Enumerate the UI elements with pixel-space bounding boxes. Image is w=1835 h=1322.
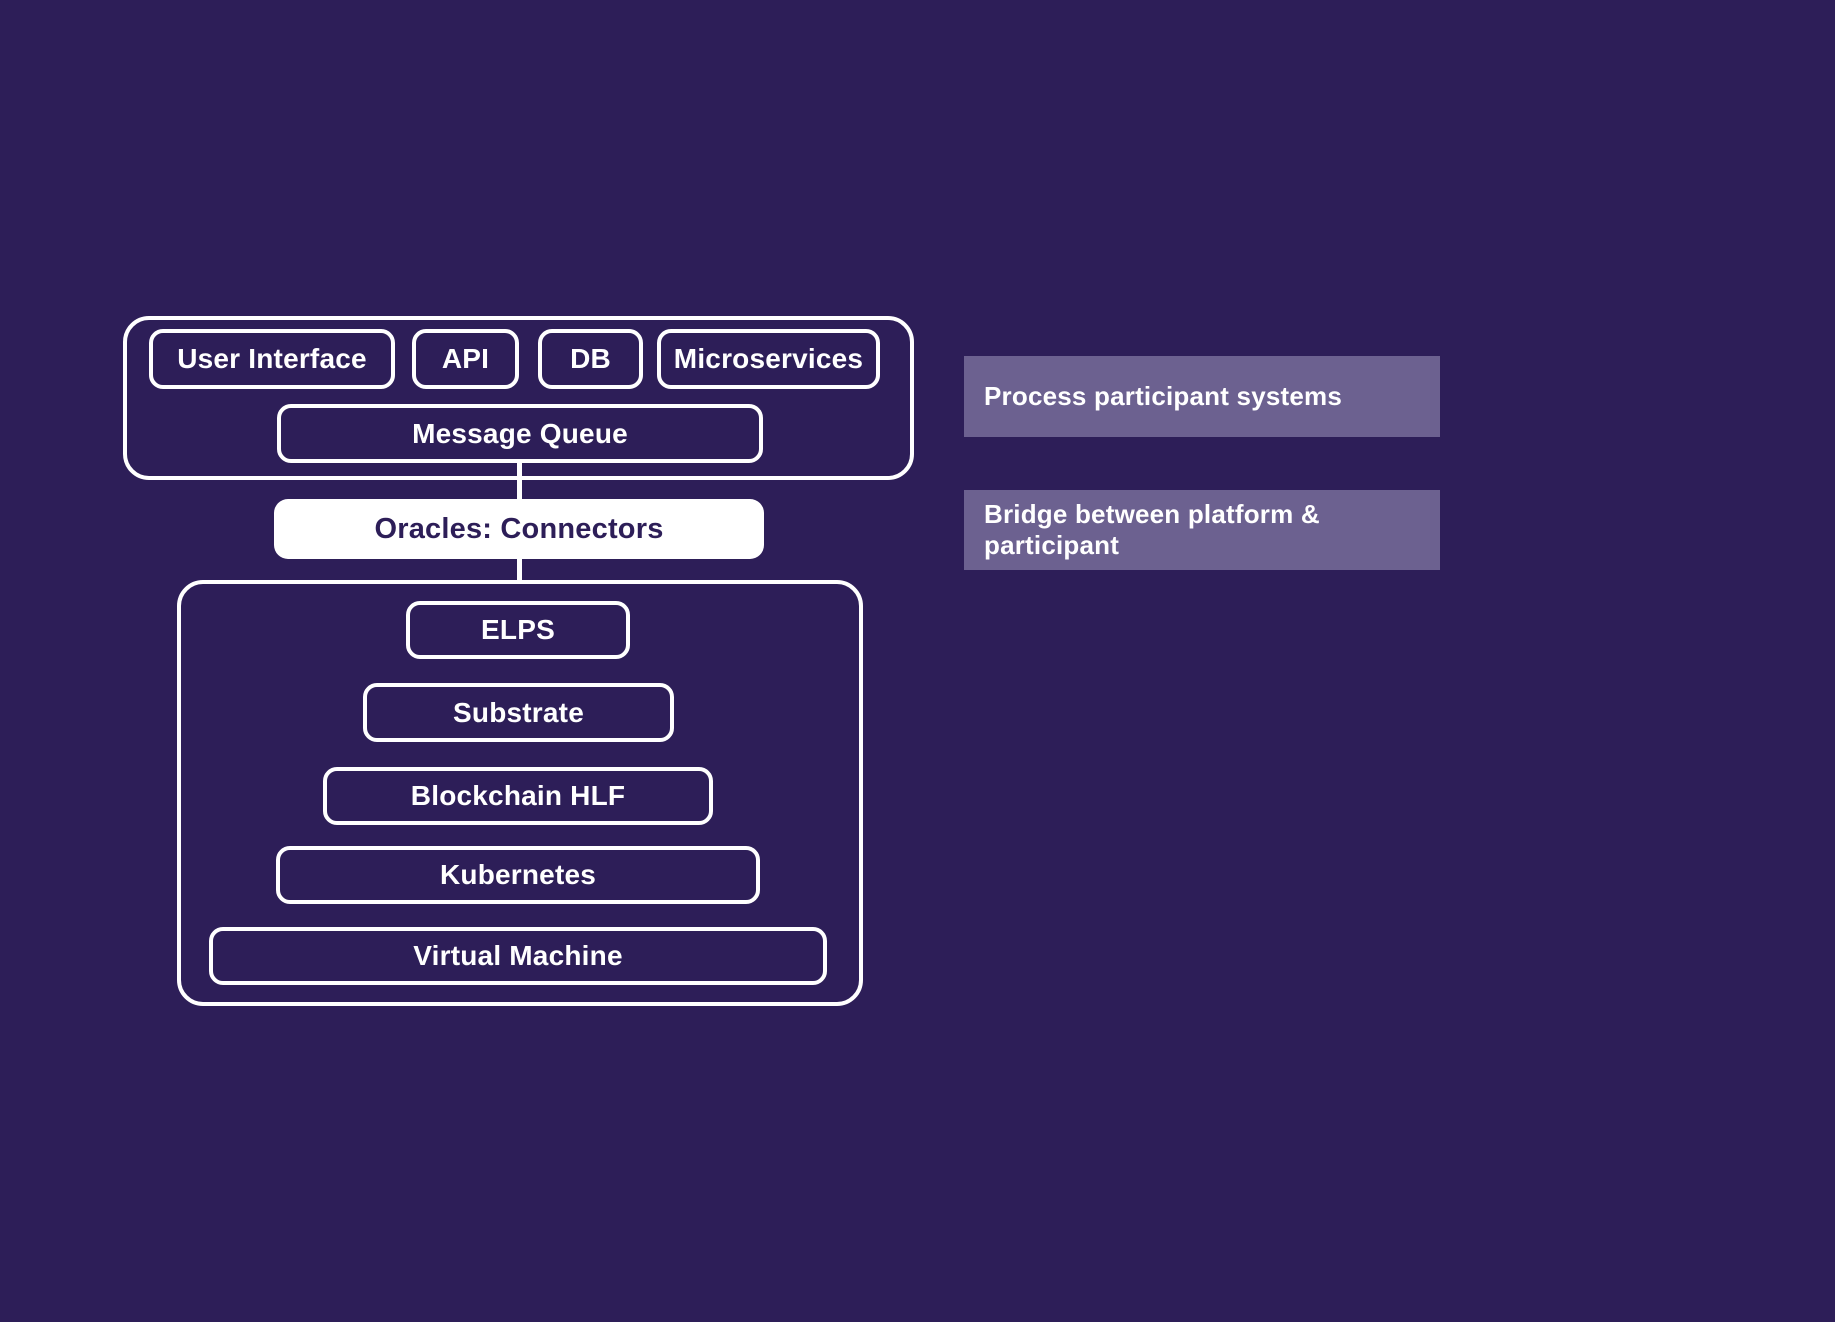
- connector-line-top: [517, 462, 522, 500]
- node-user-interface: User Interface: [149, 329, 395, 389]
- node-microservices: Microservices: [657, 329, 880, 389]
- node-message-queue: Message Queue: [277, 404, 763, 463]
- annotation-bridge-platform-participant: Bridge between platform & participant: [964, 490, 1440, 570]
- node-api: API: [412, 329, 519, 389]
- platform-group: User Interface API DB Microservices Mess…: [123, 316, 914, 480]
- connector-line-bottom: [517, 558, 522, 582]
- node-oracles-connectors: Oracles: Connectors: [274, 499, 764, 559]
- infrastructure-group: ELPS Substrate Blockchain HLF Kubernetes…: [177, 580, 863, 1006]
- node-virtual-machine: Virtual Machine: [209, 927, 827, 985]
- node-substrate: Substrate: [363, 683, 674, 742]
- node-blockchain-hlf: Blockchain HLF: [323, 767, 713, 825]
- node-kubernetes: Kubernetes: [276, 846, 760, 904]
- node-db: DB: [538, 329, 643, 389]
- node-elps: ELPS: [406, 601, 630, 659]
- annotation-process-participant-systems: Process participant systems: [964, 356, 1440, 437]
